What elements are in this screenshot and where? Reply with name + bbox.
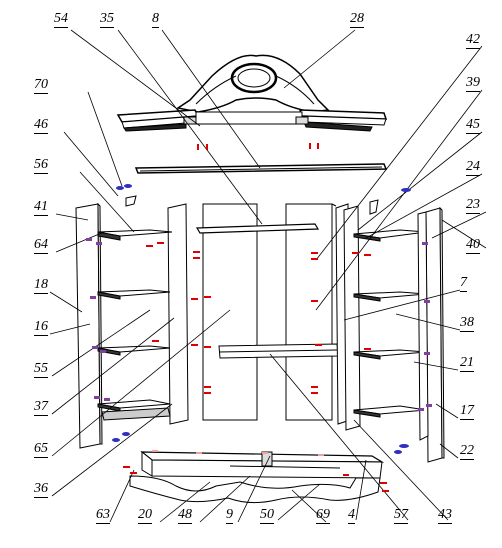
part-label-55: 55 bbox=[34, 361, 48, 378]
right-back-panel bbox=[417, 211, 429, 441]
part-label-16: 16 bbox=[34, 319, 48, 336]
part-label-70: 70 bbox=[34, 77, 48, 94]
crest-oval bbox=[230, 62, 278, 94]
part-label-50: 50 bbox=[260, 507, 274, 524]
part-label-38: 38 bbox=[460, 315, 474, 332]
part-label-36: 36 bbox=[34, 481, 48, 498]
part-label-7: 7 bbox=[460, 275, 467, 292]
part-label-45: 45 bbox=[466, 117, 480, 134]
part-label-65: 65 bbox=[34, 441, 48, 458]
part-label-24: 24 bbox=[466, 159, 480, 176]
part-label-63: 63 bbox=[96, 507, 110, 524]
part-label-21: 21 bbox=[460, 355, 474, 372]
part-label-37: 37 bbox=[34, 399, 48, 416]
part-label-9: 9 bbox=[226, 507, 233, 524]
part-label-57: 57 bbox=[394, 507, 408, 524]
part-label-20: 20 bbox=[138, 507, 152, 524]
part-label-64: 64 bbox=[34, 237, 48, 254]
plinth-skirt bbox=[129, 475, 381, 504]
part-label-4: 4 bbox=[348, 507, 355, 524]
fastener-blue-icon bbox=[112, 184, 411, 454]
right-outer-side bbox=[425, 207, 443, 463]
leader-lines bbox=[49, 29, 487, 523]
part-label-48: 48 bbox=[178, 507, 192, 524]
part-label-56: 56 bbox=[34, 157, 48, 174]
part-label-18: 18 bbox=[34, 277, 48, 294]
fastener-purple-icon bbox=[86, 238, 432, 411]
part-label-54: 54 bbox=[54, 11, 68, 28]
part-label-43: 43 bbox=[438, 507, 452, 524]
part-label-46: 46 bbox=[34, 117, 48, 134]
center-top-shelf bbox=[195, 223, 320, 234]
fastener-pale-icon bbox=[152, 450, 324, 456]
part-label-23: 23 bbox=[466, 197, 480, 214]
part-label-22: 22 bbox=[460, 443, 474, 460]
part-label-41: 41 bbox=[34, 199, 48, 216]
fastener-red-icon bbox=[123, 143, 389, 492]
cornice-center-panel bbox=[195, 111, 303, 125]
part-label-40: 40 bbox=[466, 237, 480, 254]
part-label-69: 69 bbox=[316, 507, 330, 524]
left-bottom-board bbox=[101, 407, 171, 421]
part-label-39: 39 bbox=[466, 75, 480, 92]
center-left-door bbox=[202, 203, 258, 421]
cornice-right bbox=[298, 109, 388, 132]
part-label-35: 35 bbox=[100, 11, 114, 28]
part-label-28: 28 bbox=[350, 11, 364, 28]
center-right-door bbox=[285, 203, 333, 421]
part-label-17: 17 bbox=[460, 403, 474, 420]
left-inner-side bbox=[167, 203, 189, 425]
part-label-8: 8 bbox=[152, 11, 159, 28]
part-label-42: 42 bbox=[466, 32, 480, 49]
